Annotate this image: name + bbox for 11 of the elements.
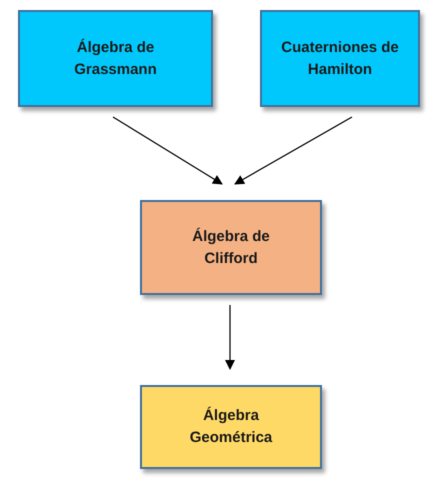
arrow bbox=[112, 116, 223, 185]
process-box bbox=[18, 10, 213, 107]
box-label: Álgebra de Clifford bbox=[191, 226, 271, 268]
box-label: Álgebra Geométrica bbox=[188, 406, 274, 448]
process-box bbox=[260, 10, 420, 107]
box-label: Cuaterniones de Hamilton bbox=[280, 38, 400, 80]
box-label: Álgebra de Grassmann bbox=[73, 38, 158, 80]
arrow bbox=[234, 116, 352, 185]
process-box bbox=[140, 385, 322, 469]
arrow bbox=[225, 305, 235, 370]
process-box bbox=[140, 200, 322, 295]
